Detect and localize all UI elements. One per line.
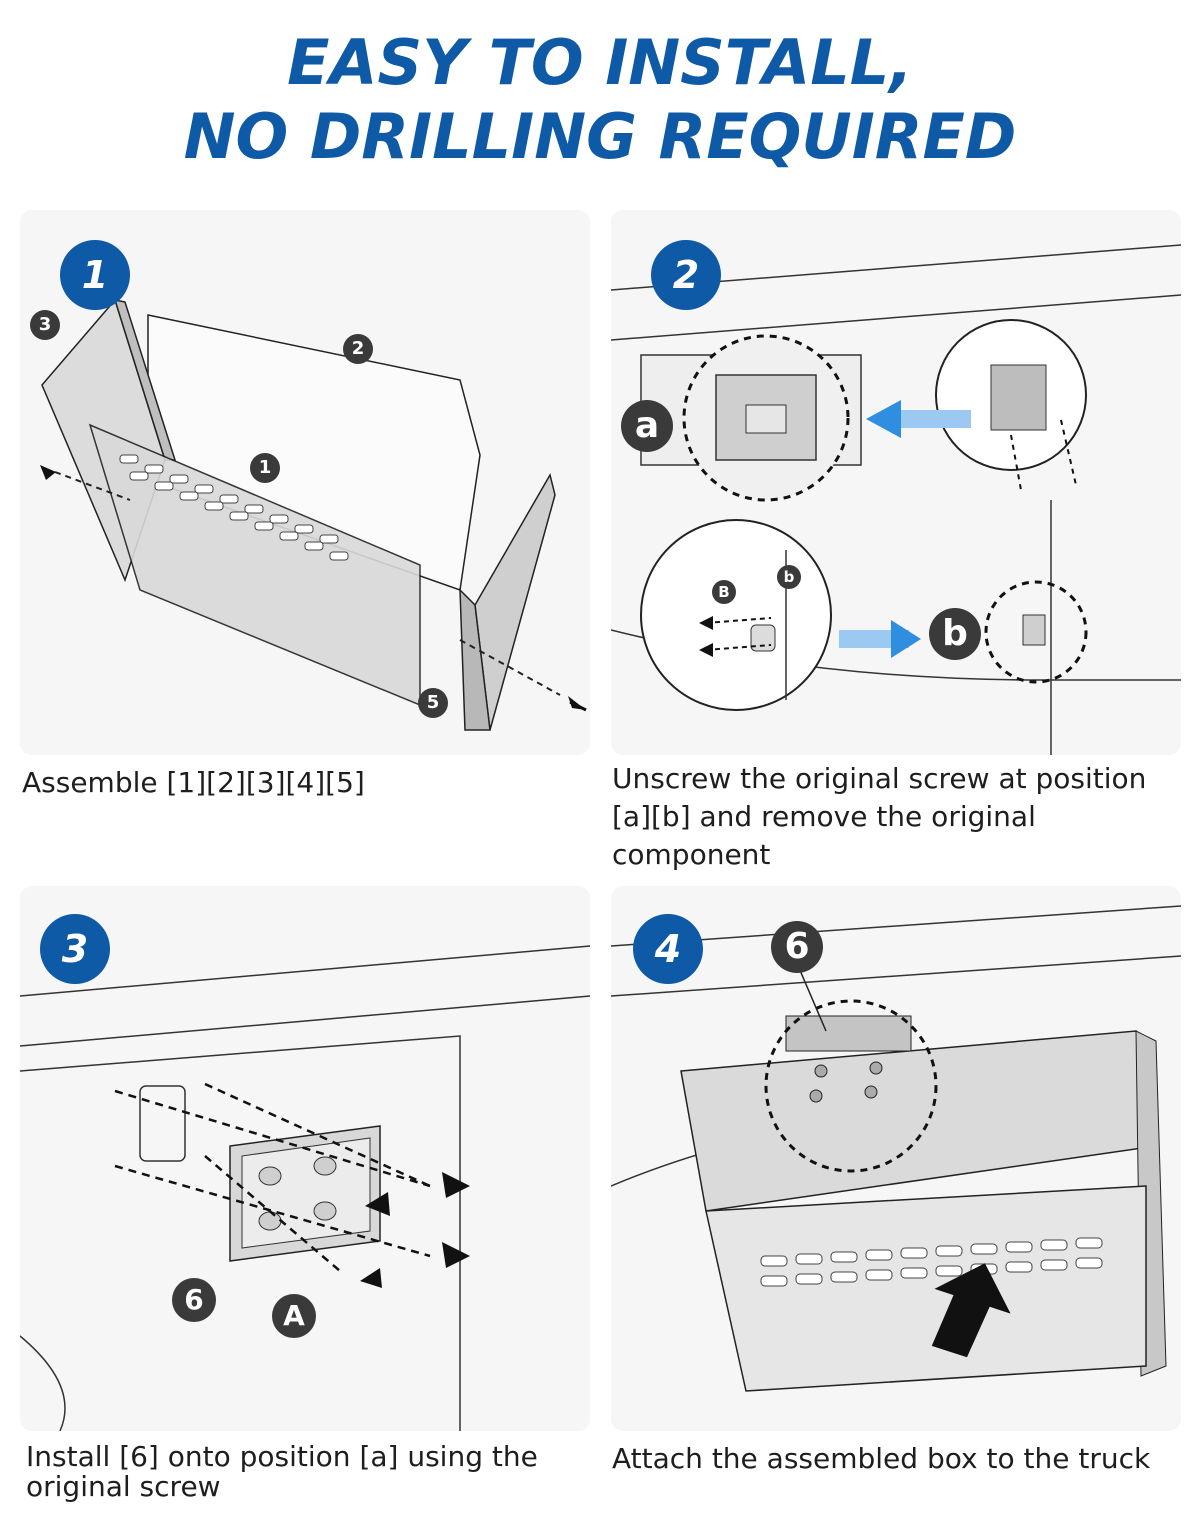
callout-3: 3 xyxy=(30,310,60,340)
callout-1: 1 xyxy=(250,453,280,483)
step-4-badge: 4 xyxy=(633,914,703,984)
box-assembly-drawing xyxy=(40,298,587,731)
callout-screw-B: B xyxy=(712,580,736,604)
headline-line-1: EASY TO INSTALL, xyxy=(287,26,913,99)
callout-A: A xyxy=(272,1294,316,1338)
step-2-caption: Unscrew the original screw at position [… xyxy=(612,762,1147,871)
callout-b: b xyxy=(929,608,981,660)
box-attach-drawing xyxy=(611,905,1181,1392)
step-2-badge: 2 xyxy=(651,240,721,310)
headline-line-2: NO DRILLING REQUIRED xyxy=(183,100,1017,173)
step-1-badge: 1 xyxy=(60,240,130,310)
callout-2: 2 xyxy=(343,334,373,364)
callout-a: a xyxy=(621,400,673,452)
callout-small-b: b xyxy=(777,565,801,589)
step-2-illustration: 2 a b B b xyxy=(611,210,1181,755)
callout-6-top: 6 xyxy=(771,921,823,973)
step-3-caption: Install [6] onto position [a] using the … xyxy=(26,1440,538,1503)
step-3-illustration: 3 6 A xyxy=(20,886,590,1431)
step-3-badge: 3 xyxy=(40,914,110,984)
step-4-caption: Attach the assembled box to the truck xyxy=(612,1442,1151,1475)
step-4-illustration: 4 6 xyxy=(611,886,1181,1431)
bracket-install-drawing xyxy=(20,945,590,1431)
truck-bed-removal-drawing xyxy=(611,244,1181,755)
callout-5: 5 xyxy=(418,688,448,718)
callout-6: 6 xyxy=(172,1278,216,1322)
step-1-caption: Assemble [1][2][3][4][5] xyxy=(22,766,365,799)
step-1-illustration: 1 1 2 3 5 xyxy=(20,210,590,755)
